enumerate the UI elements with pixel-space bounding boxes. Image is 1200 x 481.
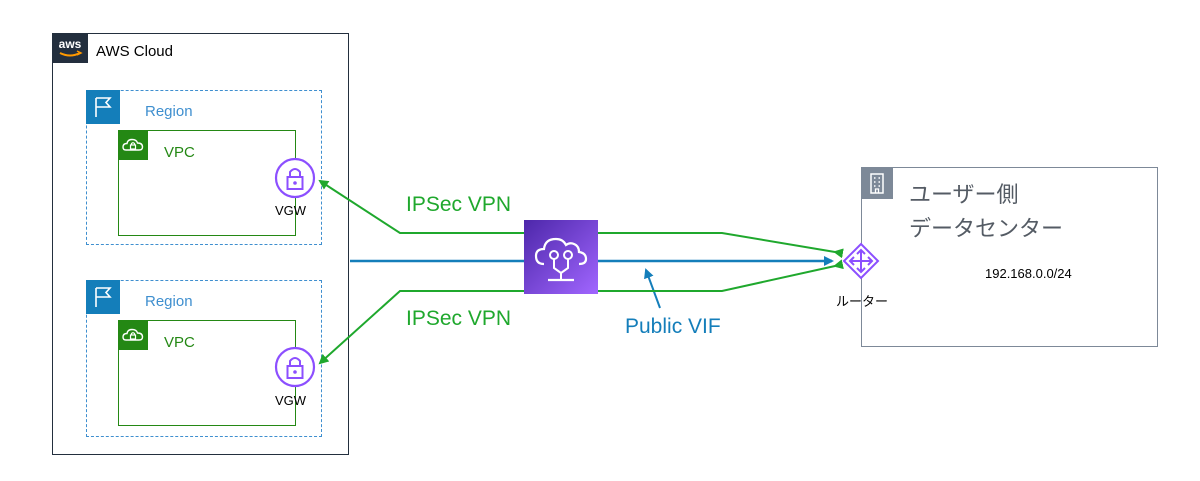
region-label: Region [145,293,193,310]
building-icon [861,167,893,199]
public-vif-label: Public VIF [625,315,721,338]
region-label: Region [145,103,193,120]
ipsec-vpn-label-top: IPSec VPN [406,193,512,216]
vif-pointer-arrow [644,268,661,309]
vgw-lock-icon [274,157,316,199]
aws-logo-icon: aws [52,33,88,63]
direct-connect-icon [524,220,598,294]
region-group-1 [86,90,322,245]
datacenter-title-line2: データセンター [909,216,1064,241]
vgw-label: VGW [275,393,307,408]
vpc-label: VPC [164,144,195,161]
svg-text:aws: aws [59,37,82,51]
vgw-lock-icon [274,346,316,388]
datacenter-cidr: 192.168.0.0/24 [985,266,1072,281]
vgw-label: VGW [275,203,307,218]
router-label: ルーター [836,294,889,309]
region-flag-icon [86,280,120,314]
router-icon [841,241,881,281]
vpc-cloud-lock-icon [118,130,148,160]
ipsec-vpn-label-bottom: IPSec VPN [406,307,512,330]
vpc-label: VPC [164,334,195,351]
vpc-cloud-lock-icon [118,320,148,350]
region-flag-icon [86,90,120,124]
datacenter-title-line1: ユーザー側 [909,182,1019,207]
aws-cloud-label: AWS Cloud [96,43,173,60]
